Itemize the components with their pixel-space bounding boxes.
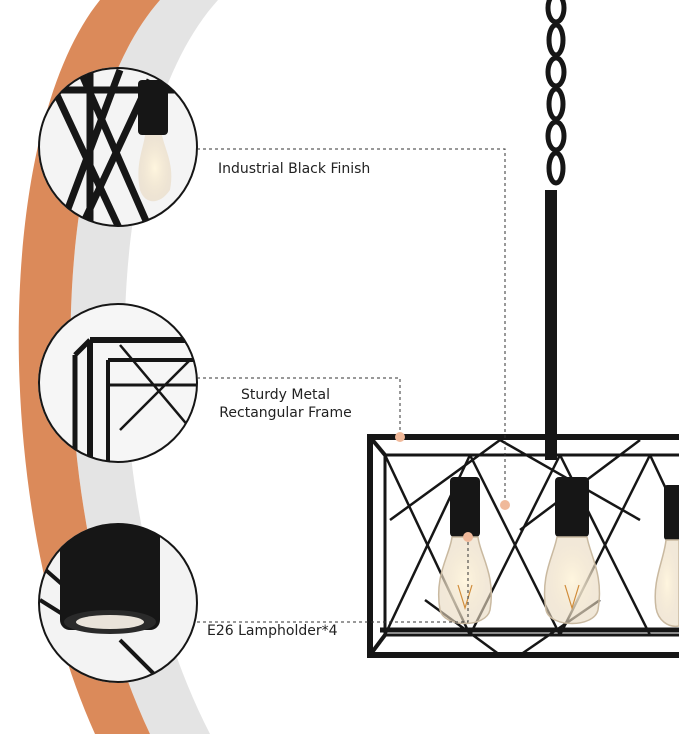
lampholders: [450, 477, 679, 540]
detail-circle-frame: [38, 303, 198, 463]
callout-metal-frame: Sturdy Metal Rectangular Frame: [219, 387, 352, 421]
fixture-frame: [367, 434, 679, 658]
callout-industrial-finish: Industrial Black Finish: [218, 161, 371, 177]
canopy-rod: [545, 190, 557, 460]
callout-lampholder: E26 Lampholder*4: [207, 623, 338, 639]
filaments: [457, 584, 580, 611]
detail-circle-lampholder: [38, 523, 198, 683]
chain: [545, 0, 567, 186]
bulbs: [438, 536, 679, 628]
leader-dots: [395, 432, 510, 542]
detail-circle-finish: [38, 67, 198, 227]
leader-lines: [197, 148, 506, 623]
